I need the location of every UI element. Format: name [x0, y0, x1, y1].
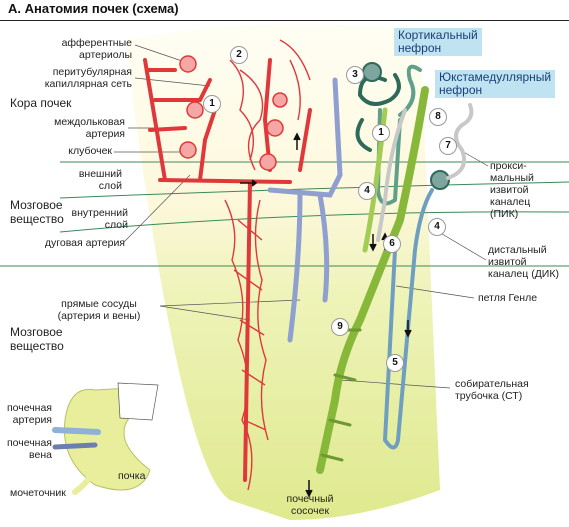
capillary-net: [224, 39, 311, 491]
diagram-title: А. Анатомия почек (схема): [8, 1, 179, 16]
veins: [267, 77, 343, 343]
title-bar: А. Анатомия почек (схема): [0, 0, 569, 21]
label-glomerulus: клубочек: [68, 145, 112, 157]
marker-7: 7: [439, 137, 457, 155]
layer-lines: [0, 161, 569, 267]
marker-8: 8: [429, 108, 447, 126]
marker-4-right: 4: [428, 218, 446, 236]
label-ureter: мочеточник: [10, 487, 66, 499]
marker-1-cortical: 1: [203, 95, 221, 113]
marker-3: 3: [346, 66, 364, 84]
label-kidney: почка: [118, 470, 146, 482]
inset-kidney: [52, 382, 159, 495]
glomeruli: [179, 55, 288, 171]
marker-1-nephron: 1: [372, 124, 390, 142]
marker-9: 9: [331, 318, 349, 336]
label-loop-of-henle: петля Генле: [478, 292, 538, 304]
marker-4-left: 4: [358, 182, 376, 200]
arteries: [143, 58, 312, 482]
label-cortex: Кора почек: [10, 96, 72, 110]
marker-2: 2: [230, 46, 248, 64]
marker-5: 5: [386, 354, 404, 372]
cortical-nephron: [355, 62, 422, 206]
label-vasa-recta: прямые сосуды(артерия и вены): [57, 298, 141, 322]
juxtamedullary-nephron: [376, 103, 474, 450]
label-arcuate-artery: дуговая артерия: [44, 237, 125, 249]
marker-6: 6: [383, 235, 401, 253]
